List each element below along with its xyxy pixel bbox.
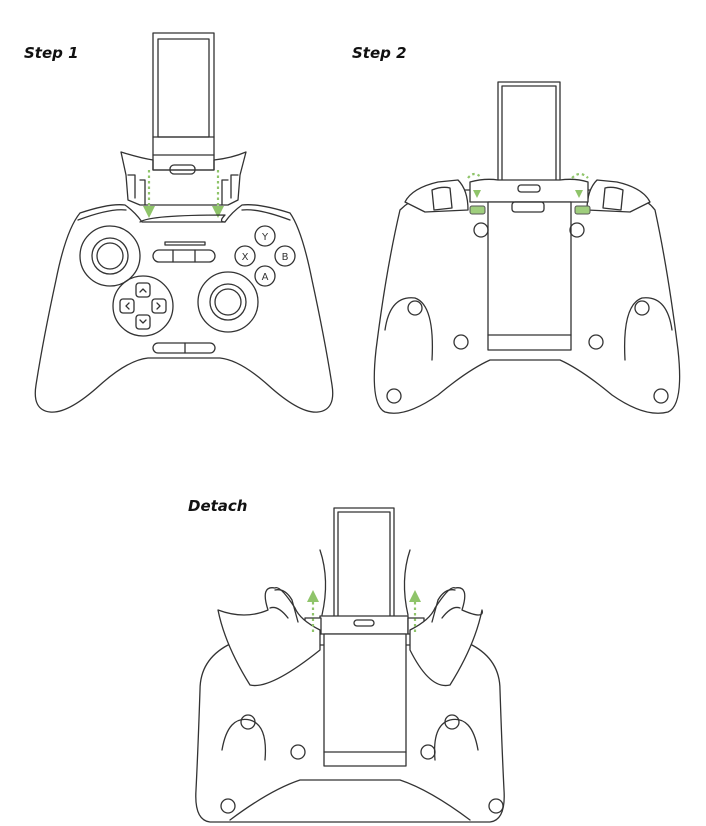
controller-back-hands-icon: [195, 507, 505, 823]
svg-text:X: X: [242, 252, 249, 263]
step-1-illustration: Y X B A: [0, 0, 360, 420]
detach-illustration: [180, 490, 520, 826]
step-1-label: Step 1: [24, 44, 79, 62]
step-2-illustration: [350, 30, 706, 430]
detach-label: Detach: [188, 497, 248, 515]
svg-text:B: B: [282, 252, 289, 263]
arrow-down-icon: [143, 170, 224, 218]
controller-front-icon: Y X B A: [34, 204, 334, 413]
step-2-label: Step 2: [352, 44, 407, 62]
phone-clip-icon: [120, 32, 247, 206]
controller-back-icon: [373, 81, 681, 414]
svg-text:Y: Y: [261, 232, 269, 243]
svg-text:A: A: [262, 272, 269, 283]
